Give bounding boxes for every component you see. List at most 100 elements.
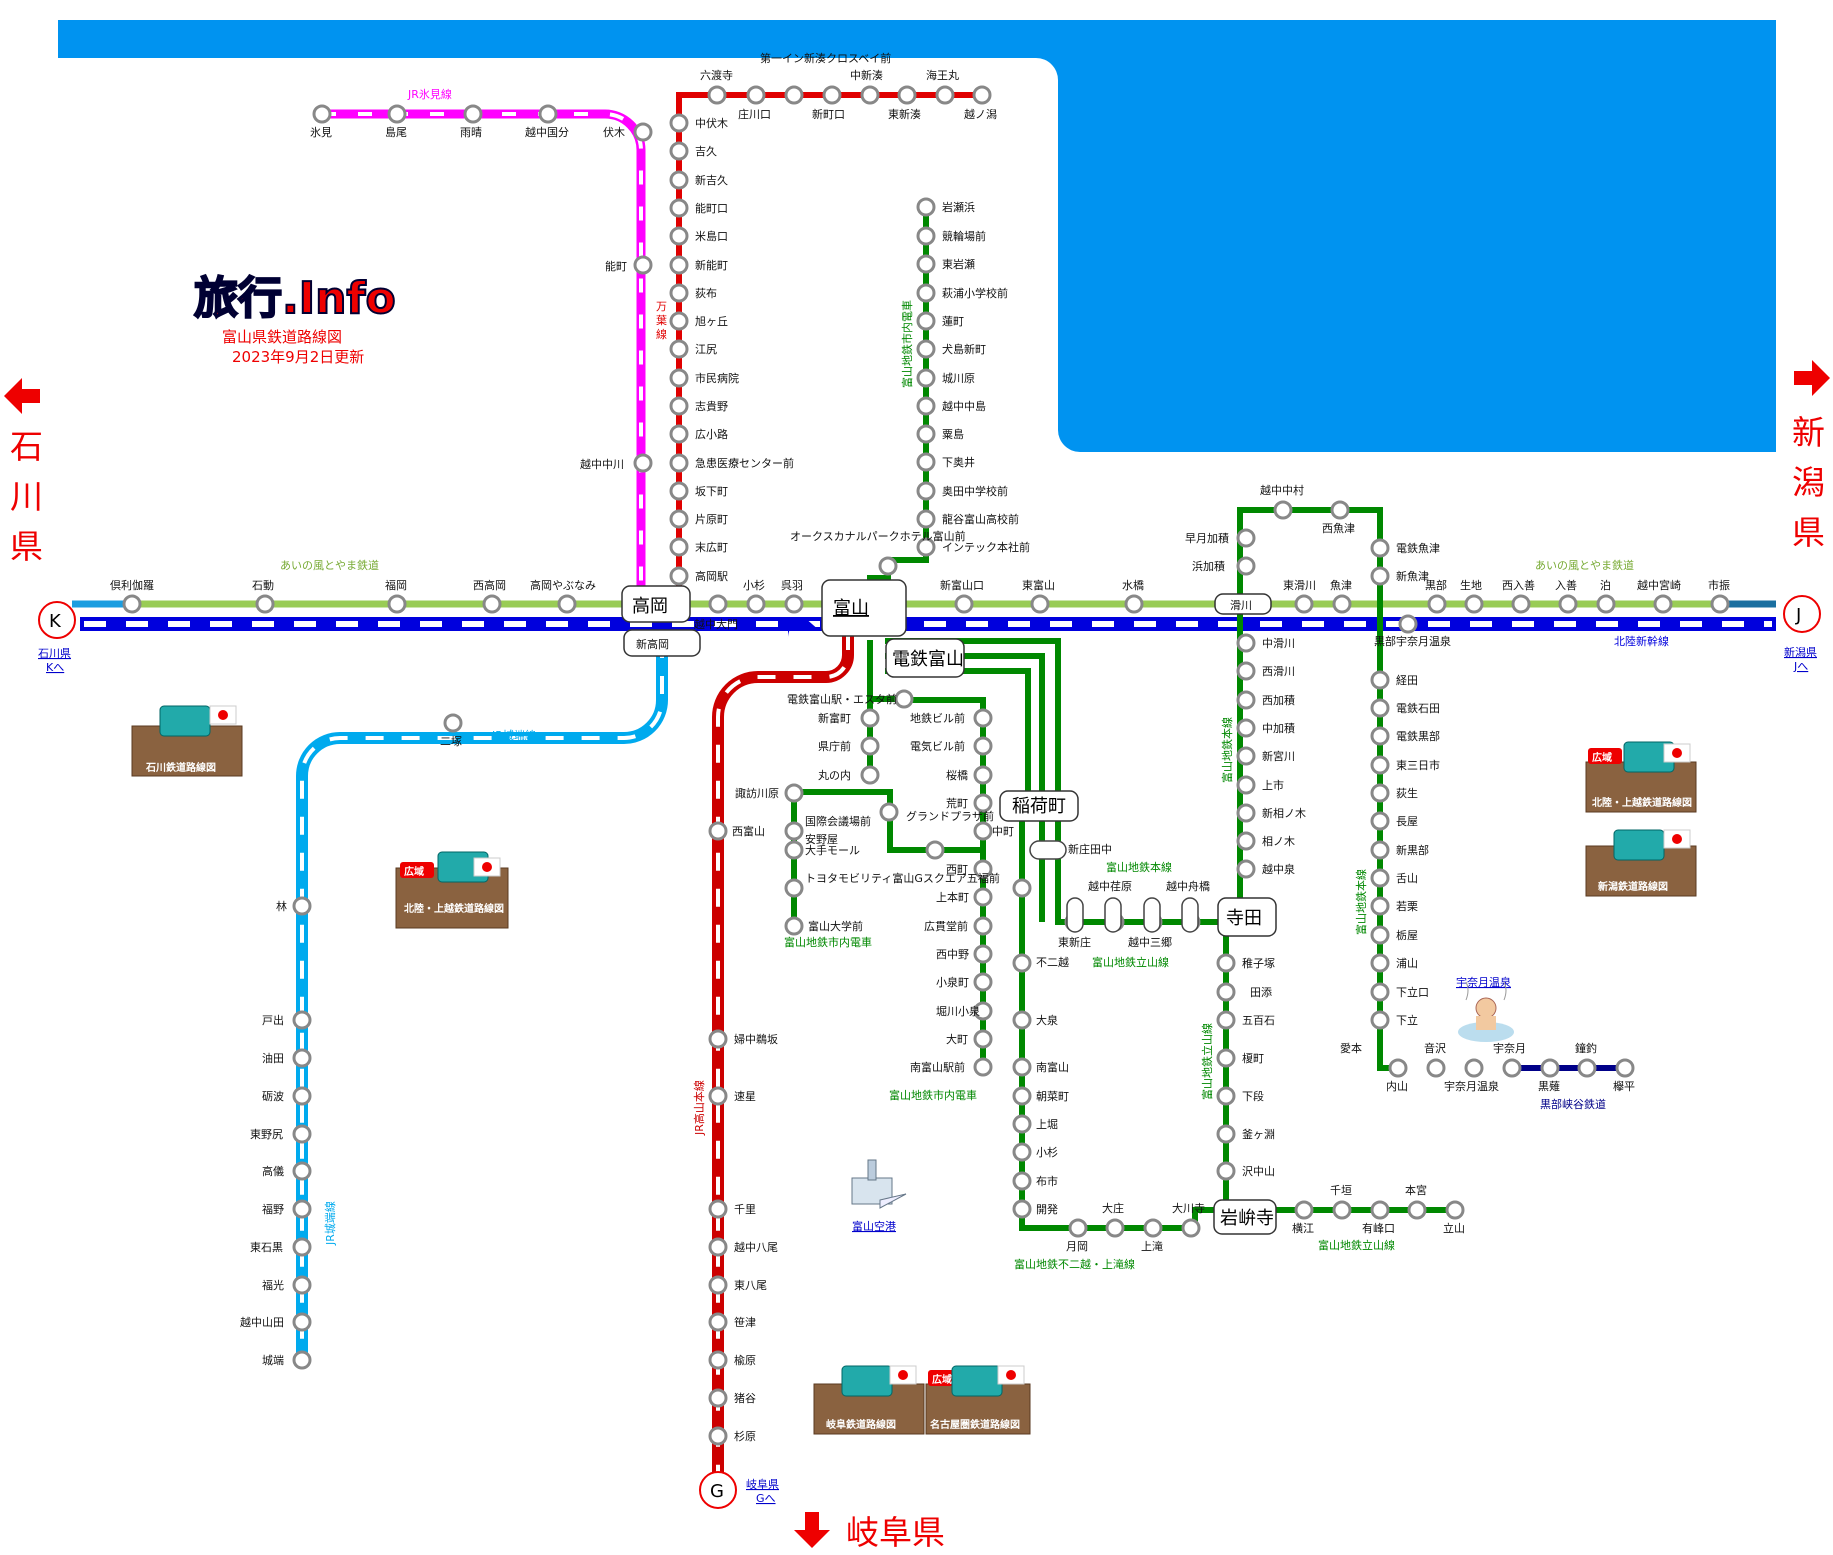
- station-label: 下段: [1242, 1089, 1264, 1103]
- station-label: インテック本社前: [942, 540, 1030, 554]
- hub-terada-label: 寺田: [1226, 908, 1262, 929]
- station-label: 笹津: [734, 1316, 756, 1329]
- station-label: 競輪場前: [942, 229, 986, 243]
- airport-link-label[interactable]: 富山空港: [852, 1219, 896, 1233]
- station-label: 江尻: [695, 343, 717, 356]
- station-label: 杉原: [734, 1429, 756, 1443]
- station-label: 千垣: [1330, 1184, 1352, 1197]
- station-label: 下立: [1396, 1013, 1418, 1027]
- banner-hokuriku[interactable]: 広域 北陸・上越鉄道路線図: [395, 851, 509, 929]
- hub-iwakuraji[interactable]: 岩峅寺: [1213, 1199, 1277, 1235]
- label-chitetsu-main-2: 富山地鉄本線: [1220, 717, 1234, 783]
- onsen-link-label[interactable]: 宇奈月温泉: [1456, 975, 1511, 989]
- label-tateyama-e: 富山地鉄立山線: [1318, 1238, 1395, 1252]
- station-label: 上本町: [936, 890, 969, 904]
- link-j[interactable]: Jへ: [1793, 660, 1808, 673]
- direction-niigata-1: 新: [1792, 413, 1825, 452]
- station-label: グランドプラザ前: [906, 809, 994, 823]
- site-logo[interactable]: 旅行.Info: [193, 272, 397, 325]
- station-label: 新相ノ木: [1262, 806, 1306, 820]
- link-gifu[interactable]: 岐阜県: [746, 1478, 779, 1491]
- banner-hokuriku-wide[interactable]: 広域 北陸・上越鉄道路線図: [1585, 741, 1697, 813]
- marker-j[interactable]: J 新潟県 Jへ: [1783, 595, 1821, 673]
- marker-k-label: K: [49, 611, 62, 632]
- station-label: 西富山: [732, 824, 765, 838]
- direction-ishikawa[interactable]: 石 川 県: [4, 378, 43, 566]
- airport-link[interactable]: 富山空港: [851, 1159, 907, 1233]
- direction-gifu[interactable]: 岐阜県: [794, 1512, 945, 1552]
- station-label: 新町口: [812, 107, 845, 121]
- station-label: 二塚: [440, 735, 462, 748]
- station-label: 東岩瀬: [942, 257, 975, 271]
- label-takayama: JR高山本線: [692, 1080, 706, 1136]
- station-label: 越中中川: [580, 457, 624, 471]
- banner-gifu[interactable]: 岐阜鉄道路線図: [813, 1365, 925, 1435]
- station-label: 大川寺: [1172, 1201, 1205, 1215]
- station-label: 城川原: [942, 372, 975, 385]
- station-label: 電鉄魚津: [1396, 541, 1440, 555]
- station-label: 南富山駅前: [910, 1060, 965, 1074]
- station-label: 岩瀬浜: [942, 200, 975, 214]
- hub-terada[interactable]: 寺田: [1217, 897, 1277, 937]
- banner-niigata[interactable]: 新潟鉄道路線図: [1585, 829, 1697, 897]
- label-tramway-left: 富山地鉄市内電車: [784, 935, 872, 949]
- station-label: 戸出: [262, 1013, 284, 1027]
- station-label: 西中野: [936, 948, 969, 961]
- station-label: 龍谷富山高校前: [942, 512, 1019, 526]
- station-label: 東三日市: [1396, 758, 1440, 772]
- airport-icon: [851, 1159, 907, 1209]
- station-label: 電鉄石田: [1396, 701, 1440, 715]
- link-g[interactable]: Gへ: [756, 1492, 776, 1505]
- station-label: 舌山: [1396, 872, 1418, 885]
- station-label: 稚子塚: [1242, 957, 1275, 970]
- station-label: 雨晴: [460, 126, 482, 139]
- hub-toyama[interactable]: 富山: [821, 579, 907, 637]
- station-label: 氷見: [310, 126, 332, 139]
- station-label: 県庁前: [818, 739, 851, 753]
- banner-ishikawa[interactable]: 石川鉄道路線図: [131, 705, 243, 777]
- hub-dentetsu[interactable]: 電鉄富山: [885, 638, 965, 678]
- station-label: 黒薙: [1538, 1080, 1560, 1093]
- marker-k[interactable]: K 石川県 Kへ: [38, 601, 76, 674]
- onsen-link[interactable]: 宇奈月温泉: [1456, 975, 1514, 1042]
- station-label: 呉羽: [781, 579, 803, 592]
- onsen-icon: [1458, 981, 1514, 1042]
- station-label: 吉久: [695, 145, 717, 158]
- station-label: 速星: [734, 1090, 756, 1103]
- station-label: 奥田中学校前: [942, 484, 1008, 498]
- station-label: 入善: [1555, 578, 1577, 592]
- marker-g[interactable]: G 岐阜県 Gへ: [699, 1471, 779, 1509]
- station-label: 西入善: [1502, 578, 1535, 592]
- hub-namerikawa[interactable]: 滑川: [1214, 593, 1272, 615]
- direction-ishikawa-3: 県: [10, 527, 43, 566]
- station-label: 越中八尾: [734, 1240, 778, 1254]
- station-label: 新魚津: [1396, 569, 1429, 583]
- train-icon: [159, 705, 211, 737]
- hub-takaoka[interactable]: 高岡: [621, 585, 691, 623]
- station-label: 荻生: [1396, 786, 1418, 800]
- station-label: 中滑川: [1262, 637, 1295, 650]
- station-label: 越中三郷: [1128, 935, 1172, 949]
- station-label: 下奥井: [942, 455, 975, 469]
- link-k[interactable]: Kへ: [46, 661, 64, 674]
- station-label: 泊: [1600, 579, 1611, 592]
- hub-inarimachi[interactable]: 稲荷町: [999, 790, 1079, 822]
- direction-ishikawa-2: 川: [10, 477, 43, 516]
- station-label: 広貫堂前: [924, 919, 968, 933]
- hub-shintakaoka[interactable]: 新高岡: [623, 629, 701, 657]
- station-label: 西魚津: [1322, 522, 1355, 535]
- hub-shintakaoka-label: 新高岡: [636, 637, 669, 651]
- station-label: 有峰口: [1362, 1221, 1395, 1235]
- direction-niigata[interactable]: 新 潟 県: [1792, 360, 1830, 552]
- banner-nagoya[interactable]: 広域 名古屋圏鉄道路線図: [925, 1365, 1031, 1435]
- station-label: 小杉: [1036, 1145, 1058, 1159]
- link-niigata[interactable]: 新潟県: [1784, 645, 1817, 659]
- update-date: 2023年9月2日更新: [232, 348, 364, 366]
- link-ishikawa[interactable]: 石川県: [38, 647, 71, 660]
- hub-toyama-label[interactable]: 富山: [833, 598, 869, 619]
- station-label: 愛本: [1340, 1041, 1362, 1055]
- label-kurobe: 黒部峡谷鉄道: [1540, 1097, 1606, 1111]
- station-label: 電鉄黒部: [1396, 729, 1440, 743]
- johana-line: [296, 640, 668, 1360]
